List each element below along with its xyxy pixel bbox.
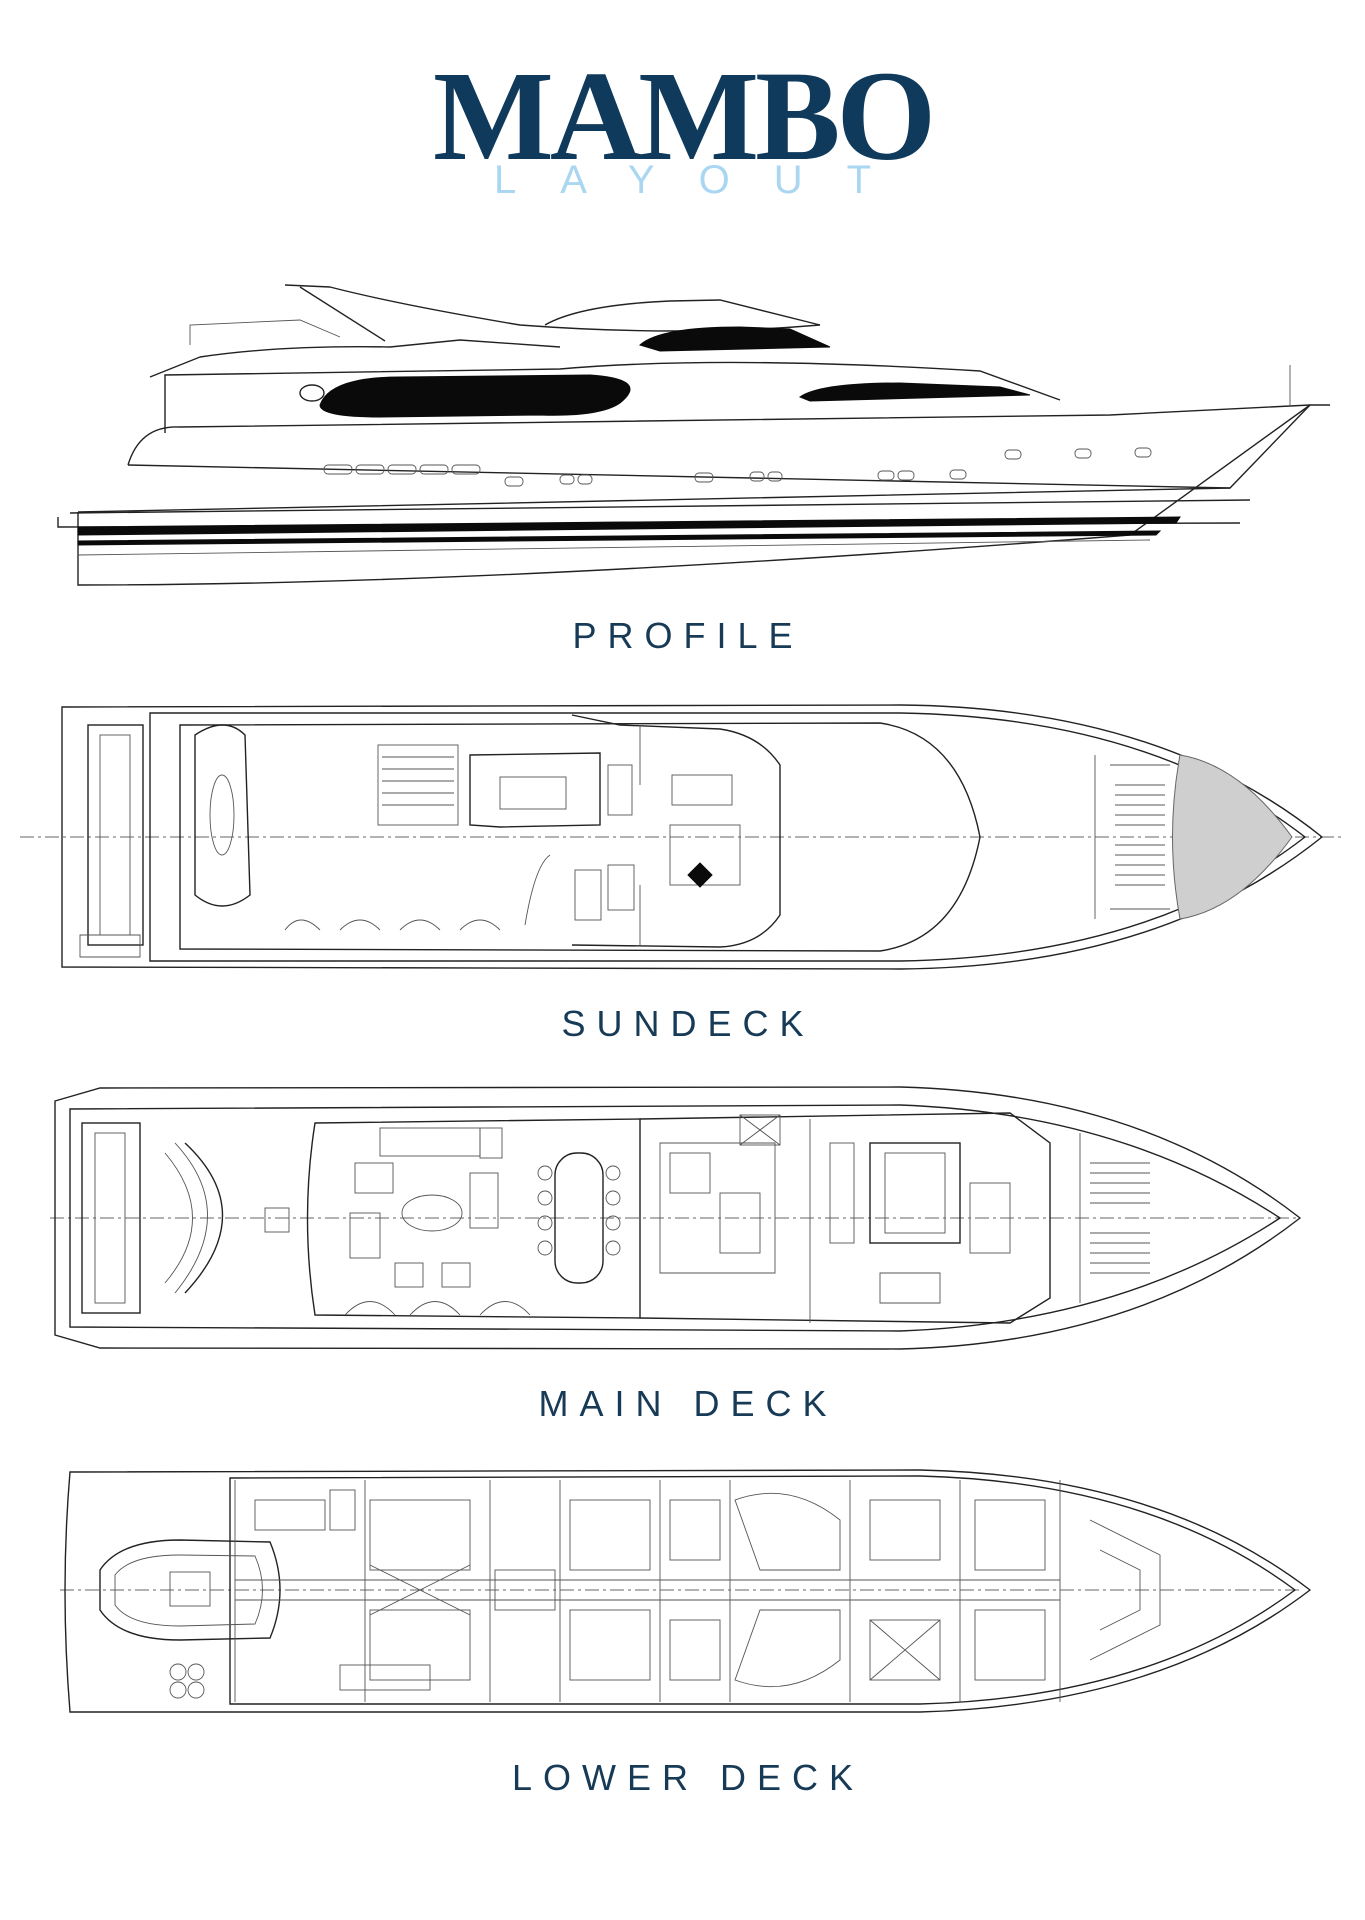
- main-deck-caption: MAIN DECK: [538, 1383, 838, 1424]
- sundeck-caption: SUNDECK: [561, 1003, 815, 1044]
- profile-caption: PROFILE: [572, 615, 804, 656]
- profile-drawing: [57, 284, 1330, 586]
- lower-deck-caption: LOWER DECK: [511, 1757, 865, 1798]
- page-title: MAMBO: [433, 45, 936, 187]
- page-subtitle: LAYOUT: [493, 158, 916, 202]
- main-deck-plan: [50, 1086, 1302, 1350]
- sundeck-plan: [20, 704, 1345, 970]
- lower-deck-plan: [60, 1469, 1312, 1713]
